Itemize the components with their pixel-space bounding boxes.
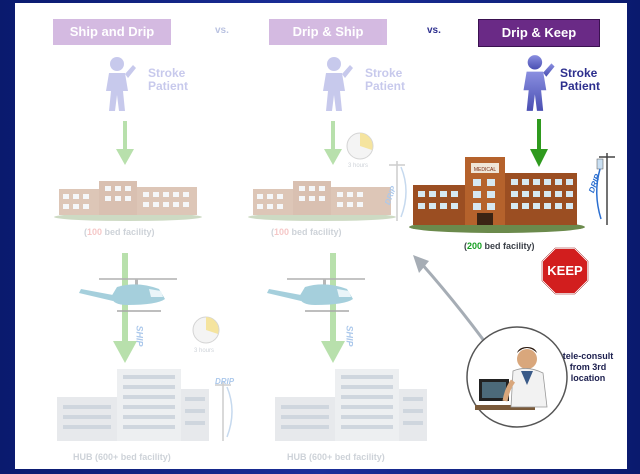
patient-label-line1: Stroke xyxy=(148,66,186,80)
facility-open-paren: ( xyxy=(271,227,274,237)
teleconsult-doctor-icon xyxy=(466,326,568,428)
teleconsult-line3: location xyxy=(570,373,606,383)
down-arrow-long xyxy=(113,253,137,363)
vs-label-2: vs. xyxy=(427,25,441,36)
iv-drip-pole-icon xyxy=(389,161,407,221)
hub-hospital-icon xyxy=(57,369,209,441)
down-arrow xyxy=(530,119,548,167)
hospital-small-icon xyxy=(54,181,202,221)
facility-label-100: (100 bed facility) xyxy=(84,227,155,237)
header-drip-and-keep: Drip & Keep xyxy=(478,19,600,47)
header-ship-and-drip: Ship and Drip xyxy=(53,19,171,45)
hospital-small-icon xyxy=(248,181,396,221)
teleconsult-line1: tele-consult xyxy=(562,351,614,361)
down-arrow xyxy=(324,121,342,165)
patient-label-line2: Patient xyxy=(148,79,189,93)
facility-text: bed facility) xyxy=(482,241,535,251)
clock-icon xyxy=(192,316,220,344)
facility-open-paren: ( xyxy=(84,227,87,237)
hub-hospital-icon xyxy=(275,369,427,441)
facility-number: 100 xyxy=(87,227,103,237)
drip-label: DRIP xyxy=(215,377,235,386)
clock-label: 3 hours xyxy=(194,348,215,354)
facility-text: bed facility) xyxy=(102,227,155,237)
facility-number: 100 xyxy=(274,227,290,237)
ship-label: SHIP xyxy=(344,325,355,347)
hospital-large-icon: MEDICAL xyxy=(409,157,585,233)
teleconsult-label: tele-consult from 3rd location xyxy=(553,351,623,384)
ship-label: SHIP xyxy=(134,325,145,347)
facility-label-100: (100 bed facility) xyxy=(271,227,342,237)
clock-icon xyxy=(346,132,374,160)
iv-drip-pole-icon xyxy=(596,153,615,225)
patient-label-line1: Stroke xyxy=(560,66,598,80)
stroke-patient-icon xyxy=(323,57,353,111)
patient-label-line2: Patient xyxy=(365,79,406,93)
header-drip-and-ship: Drip & Ship xyxy=(269,19,387,45)
facility-open-paren: ( xyxy=(464,241,467,251)
teleconsult-line2: from 3rd xyxy=(569,362,607,372)
stroke-patient-icon xyxy=(106,57,136,111)
helicopter-icon xyxy=(79,278,177,312)
hub-label: HUB (600+ bed facility) xyxy=(73,452,171,462)
patient-label: Stroke Patient xyxy=(365,67,405,93)
patient-label: Stroke Patient xyxy=(560,67,600,93)
keep-sign-text: KEEP xyxy=(547,263,583,278)
facility-label-200: (200 bed facility) xyxy=(464,241,535,251)
down-arrow xyxy=(116,121,134,165)
hospital-sign: MEDICAL xyxy=(474,167,496,173)
facility-text: bed facility) xyxy=(289,227,342,237)
helicopter-icon xyxy=(267,278,365,312)
down-arrow-long xyxy=(321,253,345,363)
iv-drip-pole-icon xyxy=(215,381,233,441)
clock-label: 3 hours xyxy=(348,163,369,169)
stroke-patient-icon xyxy=(523,55,555,111)
facility-number: 200 xyxy=(467,241,483,251)
vs-label-1: vs. xyxy=(215,25,229,36)
patient-label: Stroke Patient xyxy=(148,67,188,93)
slide: Ship and Drip vs. Drip & Ship vs. Drip &… xyxy=(15,3,627,469)
patient-label-line1: Stroke xyxy=(365,66,403,80)
hub-label: HUB (600+ bed facility) xyxy=(287,452,385,462)
patient-label-line2: Patient xyxy=(560,79,601,93)
keep-stop-sign-icon xyxy=(541,247,589,295)
